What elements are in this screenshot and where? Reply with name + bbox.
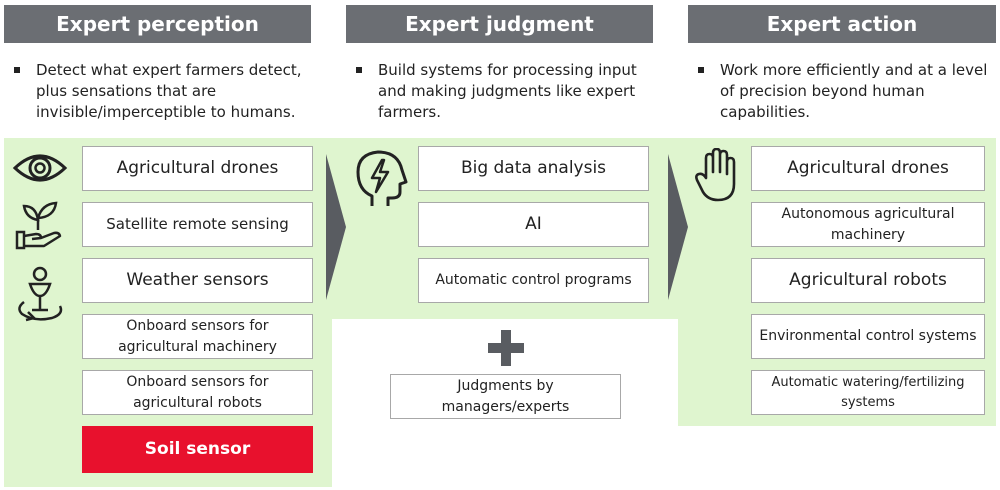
action-item-agricultural-robots: Agricultural robots: [751, 258, 985, 303]
perception-item-satellite-remote-sensing: Satellite remote sensing: [82, 202, 313, 247]
plant-hand-icon: [15, 201, 62, 250]
bullet-text: Work more efficiently and at a level of …: [720, 61, 988, 121]
arrow-right-1: [326, 154, 346, 300]
bullet-marker: [698, 67, 704, 73]
perception-item-machinery-sensors: Onboard sensors for agricultural machine…: [82, 314, 313, 359]
header-expert-action: Expert action: [688, 5, 996, 43]
arrow-right-2: [668, 154, 688, 300]
bullet-marker: [356, 67, 362, 73]
bullet-action: Work more efficiently and at a level of …: [698, 60, 988, 126]
judgment-item-managers-experts: Judgments by managers/experts: [390, 374, 621, 419]
perception-item-agricultural-drones: Agricultural drones: [82, 146, 313, 191]
judgment-item-big-data-analysis: Big data analysis: [418, 146, 649, 191]
weather-person-icon: [18, 266, 63, 322]
judgment-item-ai: AI: [418, 202, 649, 247]
action-item-watering-fertilizing: Automatic watering/fertilizing systems: [751, 370, 985, 415]
header-expert-perception: Expert perception: [4, 5, 311, 43]
header-expert-judgment: Expert judgment: [346, 5, 653, 43]
plus-icon: [488, 330, 524, 366]
bullet-text: Detect what expert farmers detect, plus …: [36, 61, 302, 121]
bullet-perception: Detect what expert farmers detect, plus …: [14, 60, 324, 126]
action-item-environmental-control: Environmental control systems: [751, 314, 985, 359]
hand-icon: [695, 148, 736, 202]
perception-item-robot-sensors: Onboard sensors for agricultural robots: [82, 370, 313, 415]
judgment-item-automatic-control-programs: Automatic control programs: [418, 258, 649, 303]
bullet-text: Build systems for processing input and m…: [378, 61, 637, 121]
eye-icon: [12, 154, 68, 182]
brain-bolt-icon: [356, 150, 408, 206]
perception-item-soil-sensor: Soil sensor: [82, 426, 313, 473]
perception-item-weather-sensors: Weather sensors: [82, 258, 313, 303]
action-item-autonomous-machinery: Autonomous agricultural machinery: [751, 202, 985, 247]
bullet-judgment: Build systems for processing input and m…: [356, 60, 646, 126]
bullet-marker: [14, 67, 20, 73]
action-item-agricultural-drones: Agricultural drones: [751, 146, 985, 191]
